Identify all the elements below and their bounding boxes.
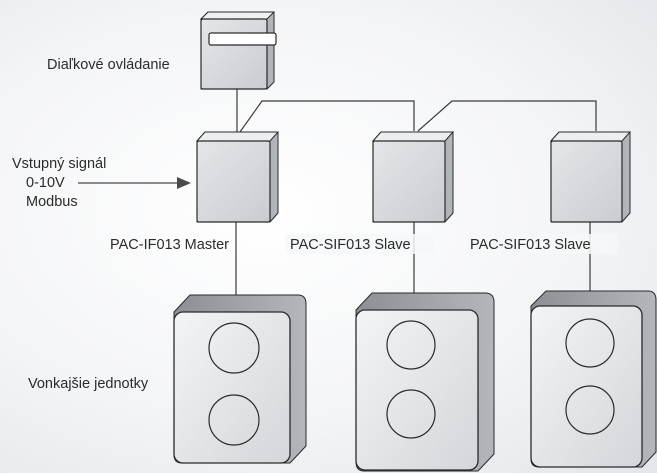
remote-display	[208, 32, 277, 46]
connection-lines	[235, 88, 597, 295]
fan-circle	[208, 322, 260, 374]
fan-circle	[208, 394, 260, 446]
remote-controller	[199, 11, 277, 90]
master-interface-box	[195, 131, 280, 223]
slave1-interface-label: PAC-SIF013 Slave	[290, 237, 411, 253]
input-signal-arrow	[78, 177, 191, 189]
remote-controller-label: Diaľkové ovládanie	[47, 57, 170, 73]
fan-circle	[565, 385, 615, 435]
slave2-interface-box	[549, 131, 632, 223]
master-interface-label: PAC-IF013 Master	[110, 237, 229, 253]
outdoor-unit-3	[530, 290, 657, 468]
slave2-interface-label: PAC-SIF013 Slave	[470, 237, 591, 253]
fan-circle	[386, 389, 436, 439]
slave1-to-slave2-line	[417, 100, 597, 132]
input-signal-protocol: Modbus	[26, 194, 78, 210]
master-to-slave1-line	[239, 100, 415, 133]
outdoor-units-label: Vonkajšie jednotky	[28, 376, 149, 392]
fan-circle	[565, 318, 615, 368]
fan-circle	[386, 320, 436, 370]
input-signal-title: Vstupný signál	[12, 156, 107, 172]
outdoor-unit-1	[173, 294, 307, 464]
outdoor-unit-2	[355, 292, 495, 472]
input-signal-value: 0-10V	[26, 175, 65, 191]
slave1-interface-box	[371, 131, 455, 223]
